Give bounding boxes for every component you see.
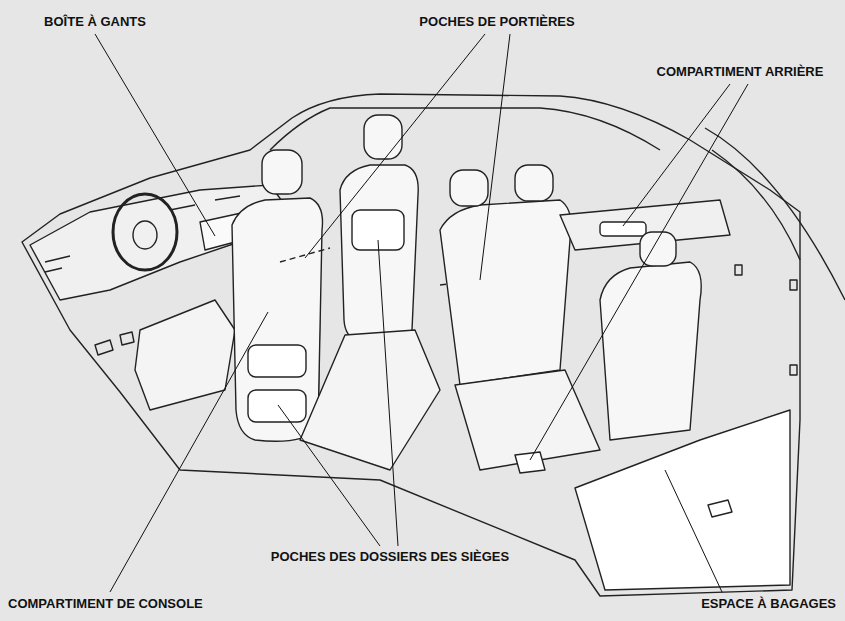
leader-lines — [95, 34, 748, 592]
part-label: BOÎTE À GANTS — [42, 15, 148, 30]
second-row-seat — [440, 200, 571, 385]
part-label: COMPARTIMENT ARRIÈRE — [655, 65, 826, 80]
front-headrest — [262, 150, 302, 194]
steering-wheel — [113, 194, 177, 270]
leader-line — [305, 34, 485, 258]
driver-seat — [135, 300, 235, 410]
part-label: COMPARTIMENT DE CONSOLE — [6, 597, 205, 612]
passenger-headrest — [364, 115, 402, 159]
roof-line — [270, 108, 660, 150]
front-seat-back — [232, 198, 323, 441]
second-row-headrest — [450, 170, 488, 206]
rear-pillar — [705, 128, 845, 300]
rear-floor-compartment — [515, 452, 545, 473]
cargo-hooks — [735, 265, 797, 375]
leader-line — [95, 34, 215, 236]
leader-line — [278, 405, 380, 546]
leader-line — [665, 470, 722, 592]
body-outline — [22, 94, 800, 596]
rear-pillar-inner — [712, 150, 800, 260]
seat-pocket — [248, 390, 306, 422]
part-label: POCHES DES DOSSIERS DES SIÈGES — [269, 550, 511, 565]
second-row-headrest — [515, 165, 553, 201]
door-pocket — [280, 248, 330, 262]
leader-line — [110, 312, 268, 592]
leader-line — [378, 240, 398, 546]
rear-compartment-lid — [600, 222, 646, 236]
leader-line — [623, 84, 730, 226]
leader-line — [480, 34, 510, 280]
third-row-seat — [600, 262, 701, 440]
part-label: POCHES DE PORTIÈRES — [417, 15, 576, 30]
part-label: ESPACE À BAGAGES — [699, 597, 838, 612]
cargo-handle — [708, 500, 732, 517]
seat-pocket — [248, 345, 306, 377]
cargo-floor — [575, 410, 790, 590]
car-body — [22, 94, 845, 596]
passenger-seat-cushion — [300, 330, 440, 470]
dash-vents — [45, 196, 240, 272]
steering-hub — [133, 221, 157, 249]
pedals — [95, 332, 134, 355]
leader-line — [530, 84, 748, 460]
